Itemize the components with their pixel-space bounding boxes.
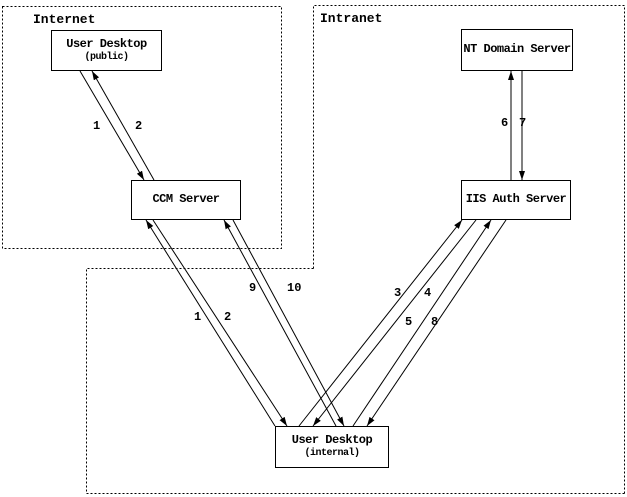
arrow-8-iis-to-internal-desktop (366, 219, 507, 427)
edge-label-5-internal-to-iis: 5 (405, 315, 413, 329)
edge-label-1-internal-to-ccm: 1 (194, 310, 202, 324)
node-user-desktop-public: User Desktop (public) (51, 30, 162, 71)
node-ccm-server: CCM Server (131, 180, 241, 220)
intranet-region-label: Intranet (320, 11, 383, 26)
node-user-desktop-internal-subtitle: (internal) (304, 448, 360, 460)
node-nt-domain-server: NT Domain Server (461, 29, 573, 71)
node-user-desktop-public-title: User Desktop (66, 36, 147, 51)
edge-label-7-nt-to-iis: 7 (519, 116, 527, 130)
edge-label-4-iis-to-internal: 4 (424, 286, 432, 300)
node-nt-domain-server-title: NT Domain Server (463, 42, 571, 57)
arrow-2-ccm-to-internal-desktop (152, 219, 288, 427)
node-iis-auth-server-title: IIS Auth Server (465, 192, 567, 207)
edge-label-10-ccm-to-internal: 10 (287, 281, 302, 295)
arrow-2-ccm-to-public-desktop (91, 70, 155, 181)
arrow-5-internal-desktop-to-iis (352, 219, 492, 427)
arrow-1-internal-desktop-to-ccm (145, 219, 276, 427)
edge-label-6-iis-to-nt: 6 (501, 116, 509, 130)
internet-region-border (2, 6, 282, 249)
node-user-desktop-internal-title: User Desktop (291, 433, 373, 448)
edge-label-3-internal-to-iis: 3 (394, 286, 402, 300)
arrow-1-public-desktop-to-ccm (79, 70, 145, 181)
edge-label-1-public-to-ccm: 1 (93, 119, 101, 133)
edge-label-2-ccm-to-public: 2 (135, 119, 143, 133)
arrow-9-internal-desktop-to-ccm (223, 219, 337, 427)
arrow-3-internal-desktop-to-iis (298, 219, 463, 427)
node-user-desktop-internal: User Desktop (internal) (275, 426, 389, 468)
edge-label-8-iis-to-internal: 8 (431, 315, 439, 329)
arrow-10-ccm-to-internal-desktop (232, 219, 345, 427)
node-user-desktop-public-subtitle: (public) (84, 51, 129, 63)
intranet-region-border (313, 5, 625, 494)
internal-network-region-border (86, 268, 625, 494)
node-iis-auth-server: IIS Auth Server (461, 180, 571, 220)
node-ccm-server-title: CCM Server (152, 192, 220, 207)
arrow-4-iis-to-internal-desktop (312, 219, 477, 427)
edge-label-2-ccm-to-internal: 2 (224, 310, 232, 324)
edge-label-9-internal-to-ccm: 9 (249, 281, 257, 295)
internet-region-label: Internet (33, 12, 96, 27)
